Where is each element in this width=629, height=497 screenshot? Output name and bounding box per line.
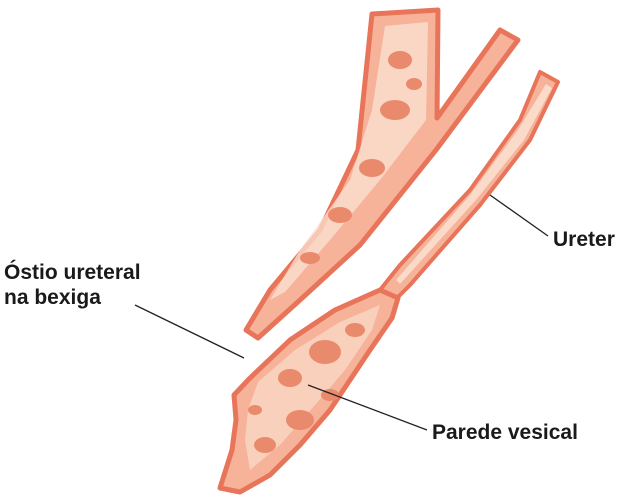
ostio-label-line-2: na bexiga — [4, 285, 141, 310]
ureter-label: Ureter — [553, 227, 615, 252]
ostio-ureteral-label: Óstio ureteral na bexiga — [4, 260, 141, 310]
ureter-leader-line — [490, 195, 548, 236]
ostio-label-line-1: Óstio ureteral — [4, 260, 141, 285]
ostio-leader-line — [135, 305, 244, 358]
parede-vesical-label: Parede vesical — [432, 420, 578, 445]
lower-bladder-wall — [220, 290, 398, 492]
